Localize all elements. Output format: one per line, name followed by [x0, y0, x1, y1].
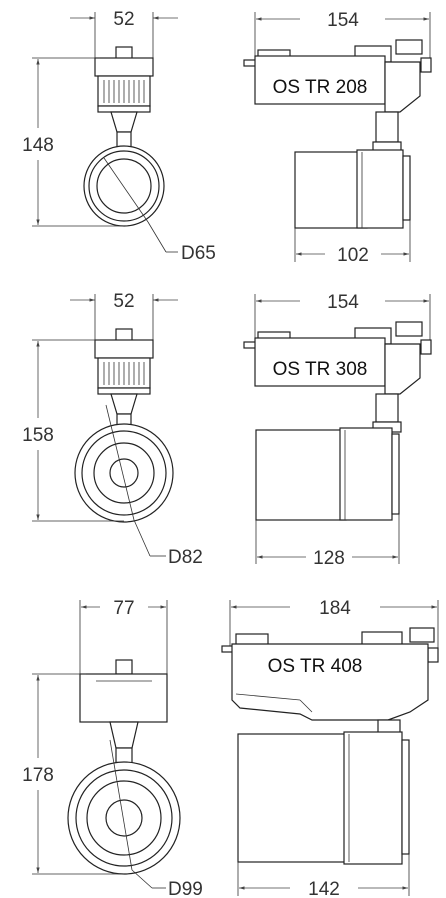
height-label-1: 148	[22, 135, 54, 156]
head-length-label-2: 128	[313, 548, 345, 569]
model-name-3: OS TR 408	[268, 656, 363, 677]
side-view-3: 184 OS TR 408 142	[221, 598, 439, 898]
side-width-label-1: 154	[327, 10, 359, 31]
front-width-label-2: 52	[113, 291, 134, 312]
head-length-label-3: 142	[308, 879, 340, 898]
front-view-3: 77 D99 178	[22, 598, 203, 898]
height-label-2: 158	[22, 425, 54, 446]
front-view-2: 52 D82 1	[22, 291, 203, 568]
model-1-drawing: 52 D65 148	[22, 9, 432, 266]
diameter-label-2: D82	[168, 547, 203, 568]
side-view-2: 154 OS TR 308 128	[243, 292, 432, 569]
diameter-label-1: D65	[181, 243, 216, 264]
side-width-label-2: 154	[327, 292, 359, 313]
side-width-label-3: 184	[319, 598, 351, 619]
front-width-label-3: 77	[113, 598, 134, 619]
model-name-1: OS TR 208	[273, 77, 368, 98]
side-view-1: 154 OS TR 208 102	[243, 10, 432, 266]
model-2-drawing: 52 D82 1	[22, 291, 432, 569]
model-name-2: OS TR 308	[273, 359, 368, 380]
diameter-label-3: D99	[168, 879, 203, 898]
front-width-label-1: 52	[113, 9, 134, 30]
head-length-label-1: 102	[337, 245, 369, 266]
front-view-1: 52 D65 148	[22, 9, 216, 264]
model-3-drawing: 77 D99 178 184	[22, 598, 439, 898]
height-label-3: 178	[22, 765, 54, 786]
